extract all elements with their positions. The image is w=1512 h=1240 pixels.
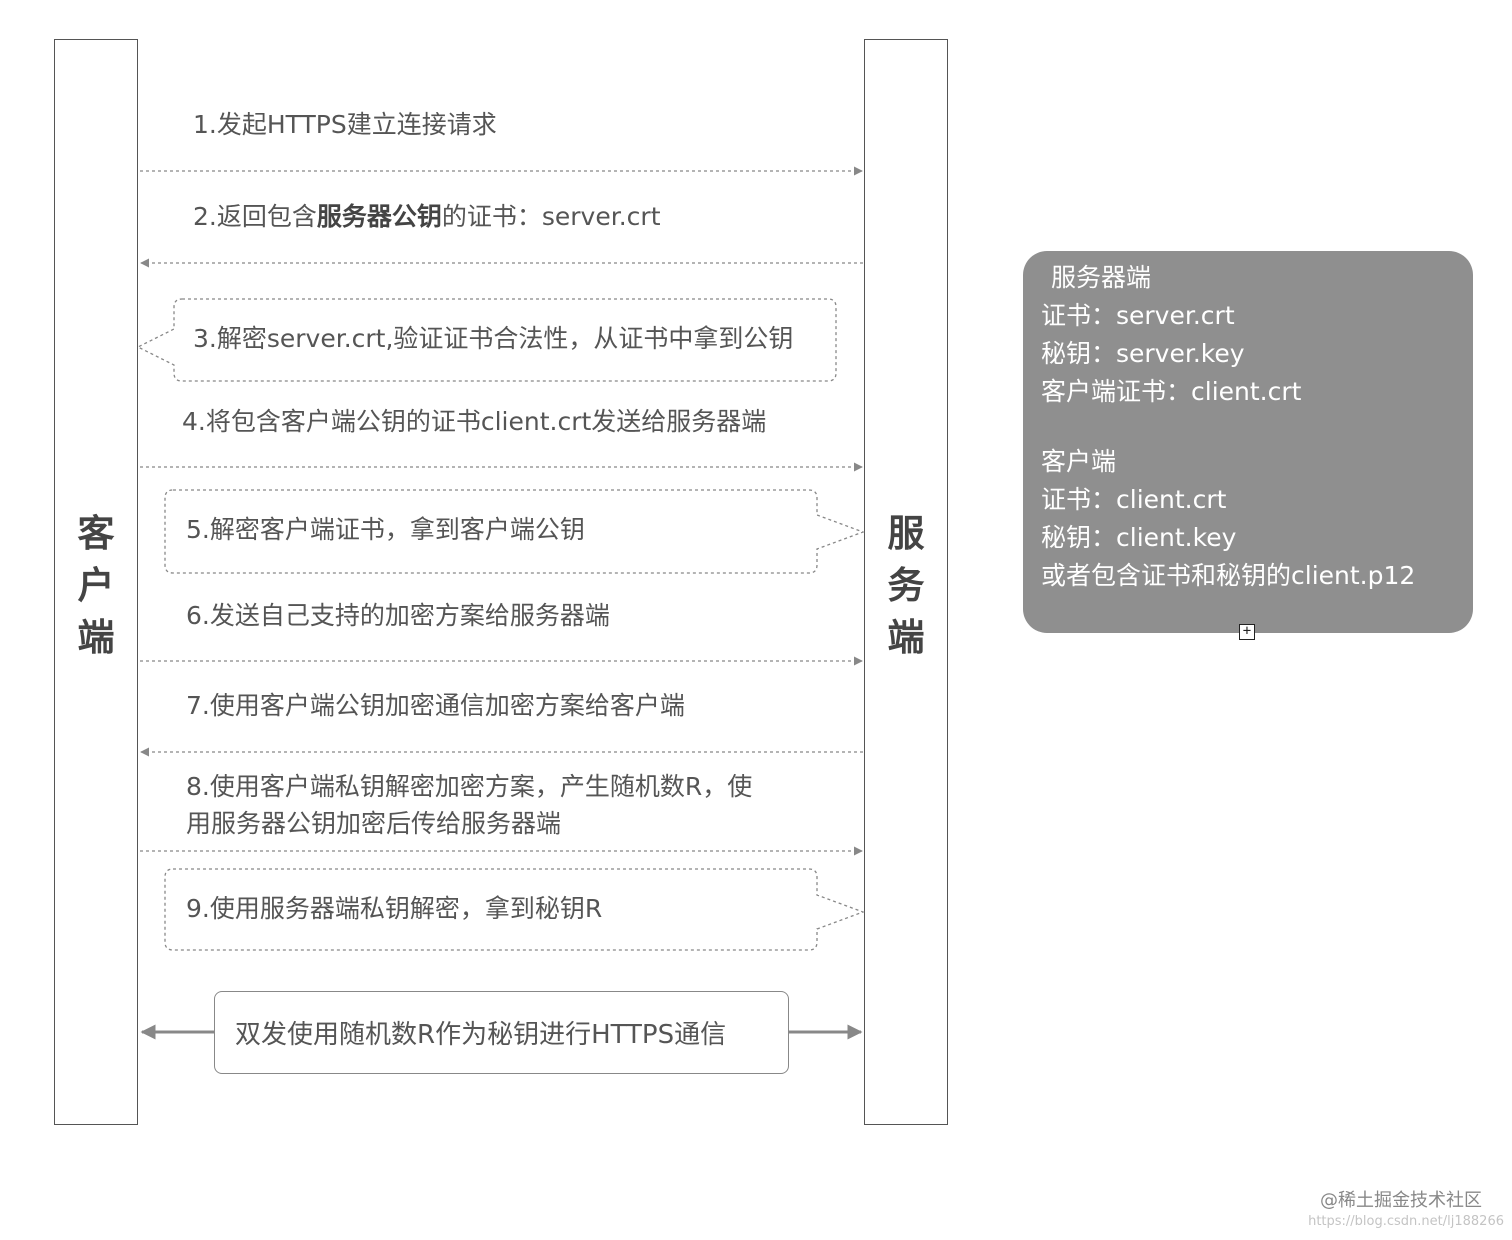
final-communication-box: 双发使用随机数R作为秘钥进行HTTPS通信 bbox=[214, 991, 789, 1074]
message-1: 1.发起HTTPS建立连接请求 bbox=[193, 110, 497, 139]
message-9: 9.使用服务器端私钥解密，拿到秘钥R bbox=[186, 894, 603, 923]
message-8-line-1: 8.使用客户端私钥解密加密方案，产生随机数R，使 bbox=[186, 772, 753, 801]
message-7: 7.使用客户端公钥加密通信加密方案给客户端 bbox=[186, 691, 685, 720]
note-server-cert: 证书：server.crt bbox=[1041, 301, 1235, 330]
note-server-title: 服务器端 bbox=[1051, 263, 1152, 292]
server-lane-label: 服 务 端 bbox=[887, 512, 925, 659]
watermark: @稀土掘金技术社区 bbox=[1320, 1190, 1482, 1211]
note-client-key: 秘钥：client.key bbox=[1041, 523, 1237, 552]
note-client-p12: 或者包含证书和秘钥的client.p12 bbox=[1041, 561, 1416, 590]
message-2: 2.返回包含服务器公钥的证书：server.crt bbox=[193, 198, 661, 236]
message-5: 5.解密客户端证书，拿到客户端公钥 bbox=[186, 515, 585, 544]
key-note-panel: 服务器端 证书：server.crt 秘钥：server.key 客户端证书：c… bbox=[1023, 251, 1473, 633]
note-client-title: 客户端 bbox=[1041, 447, 1117, 476]
message-8-line-2: 用服务器公钥加密后传给服务器端 bbox=[186, 809, 562, 838]
client-lane-label: 客 户 端 bbox=[77, 512, 115, 659]
note-spacer bbox=[1041, 411, 1455, 443]
message-3: 3.解密server.crt,验证证书合法性，从证书中拿到公钥 bbox=[193, 324, 794, 353]
message-4: 4.将包含客户端公钥的证书client.crt发送给服务器端 bbox=[182, 407, 767, 436]
note-server-key: 秘钥：server.key bbox=[1041, 339, 1245, 368]
note-server-client-cert: 客户端证书：client.crt bbox=[1041, 377, 1302, 406]
message-2-bold: 服务器公钥 bbox=[316, 202, 442, 231]
final-communication-label: 双发使用随机数R作为秘钥进行HTTPS通信 bbox=[235, 1020, 727, 1050]
message-2-suffix: 的证书：server.crt bbox=[441, 202, 661, 231]
watermark-url: https://blog.csdn.net/lj188266 bbox=[1308, 1214, 1504, 1229]
callout-3 bbox=[136, 298, 837, 382]
expand-icon[interactable]: + bbox=[1239, 624, 1255, 640]
server-lane: 服 务 端 bbox=[864, 39, 948, 1125]
client-lane: 客 户 端 bbox=[54, 39, 138, 1125]
note-client-cert: 证书：client.crt bbox=[1041, 485, 1227, 514]
message-2-prefix: 2.返回包含 bbox=[193, 202, 317, 231]
message-6: 6.发送自己支持的加密方案给服务器端 bbox=[186, 601, 610, 630]
